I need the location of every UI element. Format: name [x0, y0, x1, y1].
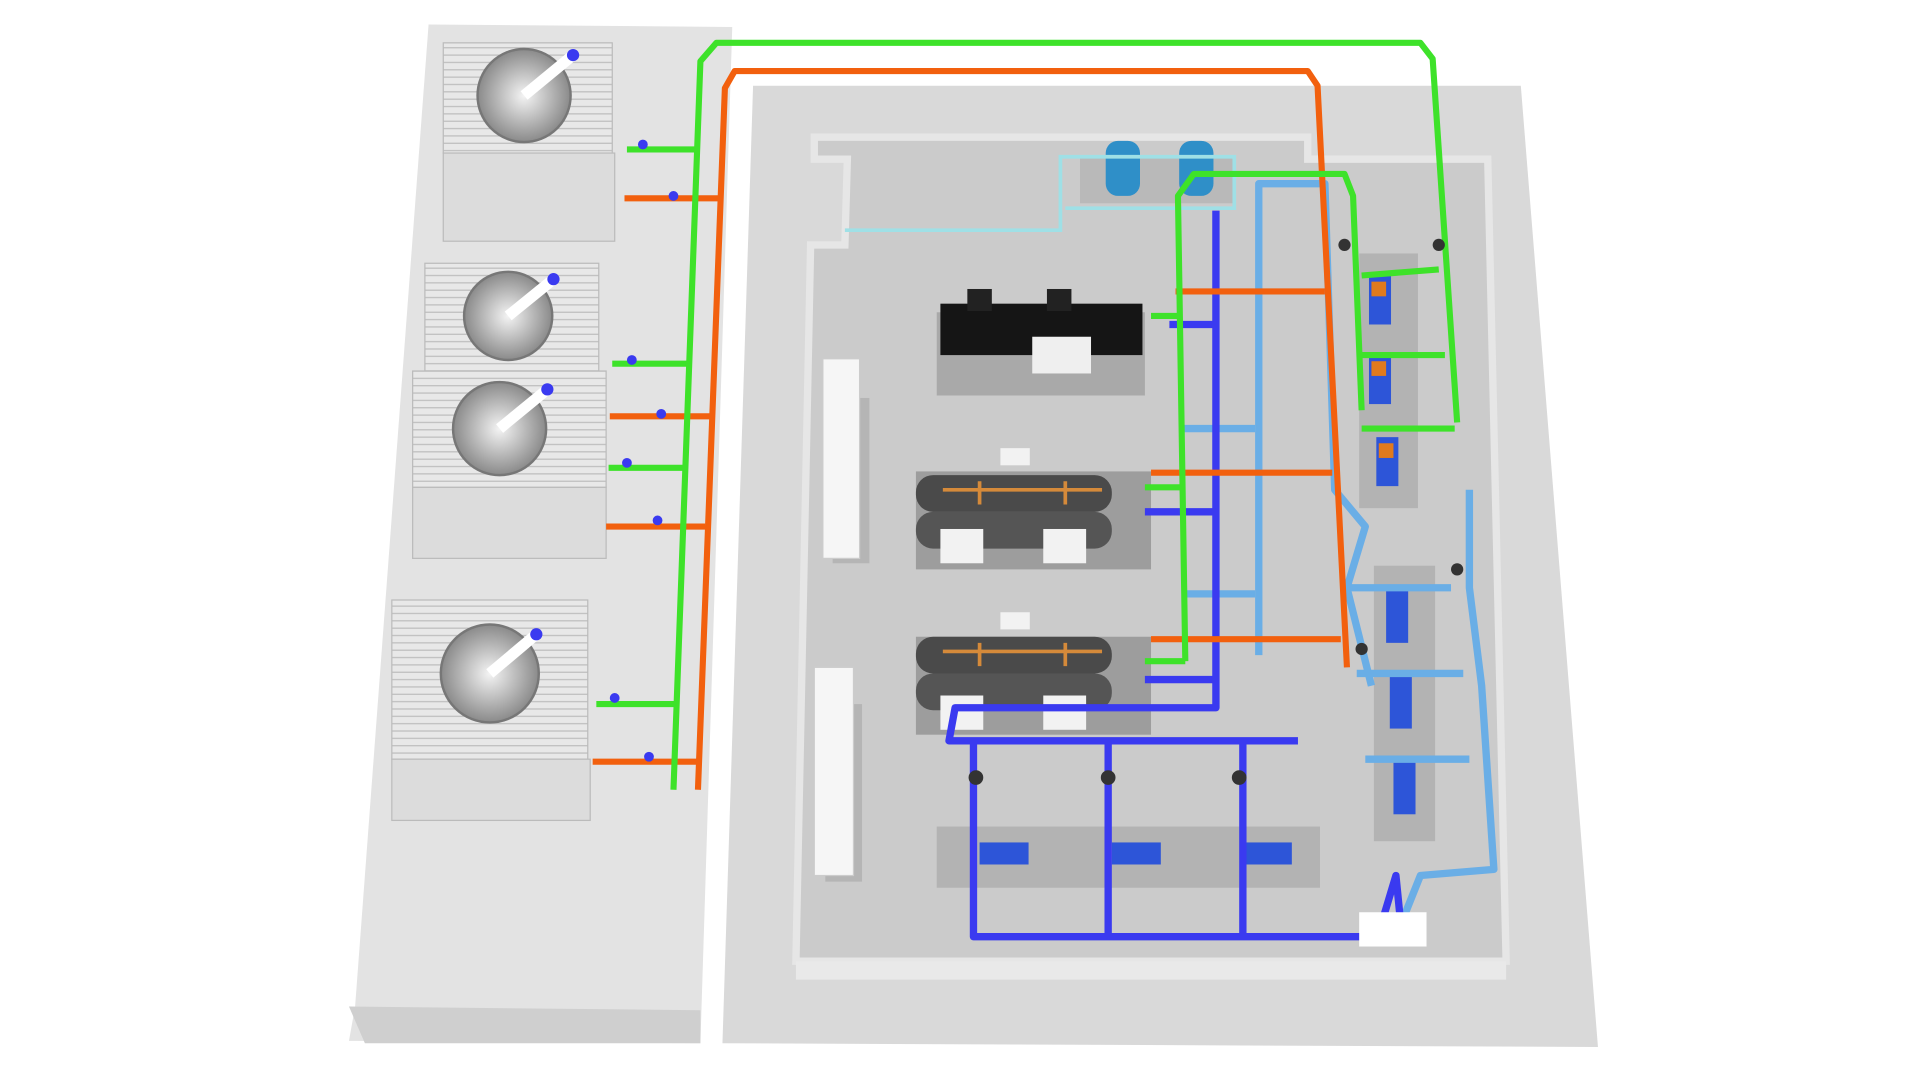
cooling-tower-2 [412, 262, 607, 559]
condenser-return-pipes [592, 67, 1350, 790]
valve-icon [1100, 770, 1116, 785]
chiller-icon [915, 636, 1112, 674]
pump-icon [1111, 842, 1161, 865]
chiller-icon [915, 475, 1112, 512]
cooling-towers [391, 42, 616, 822]
cooling-tower-3 [391, 599, 591, 822]
valve-icon [1338, 238, 1351, 252]
pump-icon [979, 842, 1029, 865]
valve-icon [968, 770, 984, 785]
valve-icon [1231, 770, 1247, 785]
valves [609, 139, 1464, 785]
chiller-2 [915, 448, 1152, 570]
cooling-tower-1 [442, 42, 616, 242]
chillers [915, 288, 1152, 735]
condenser-supply-pipes [596, 39, 1461, 790]
pump-icon [1389, 673, 1412, 729]
pump-bases [936, 253, 1436, 888]
chilled-water-return-pipes [1181, 180, 1498, 939]
tank-icon [1105, 140, 1140, 196]
pump-icon [1393, 759, 1416, 815]
pump-icon [1386, 587, 1409, 643]
valve-icon [1355, 642, 1368, 656]
valve-icon [1451, 563, 1464, 576]
pump-icon [1242, 842, 1292, 865]
valve-icon [1432, 238, 1445, 252]
chiller-1 [936, 288, 1145, 396]
drain-pad [1359, 912, 1427, 947]
electrical-panels [813, 358, 870, 882]
